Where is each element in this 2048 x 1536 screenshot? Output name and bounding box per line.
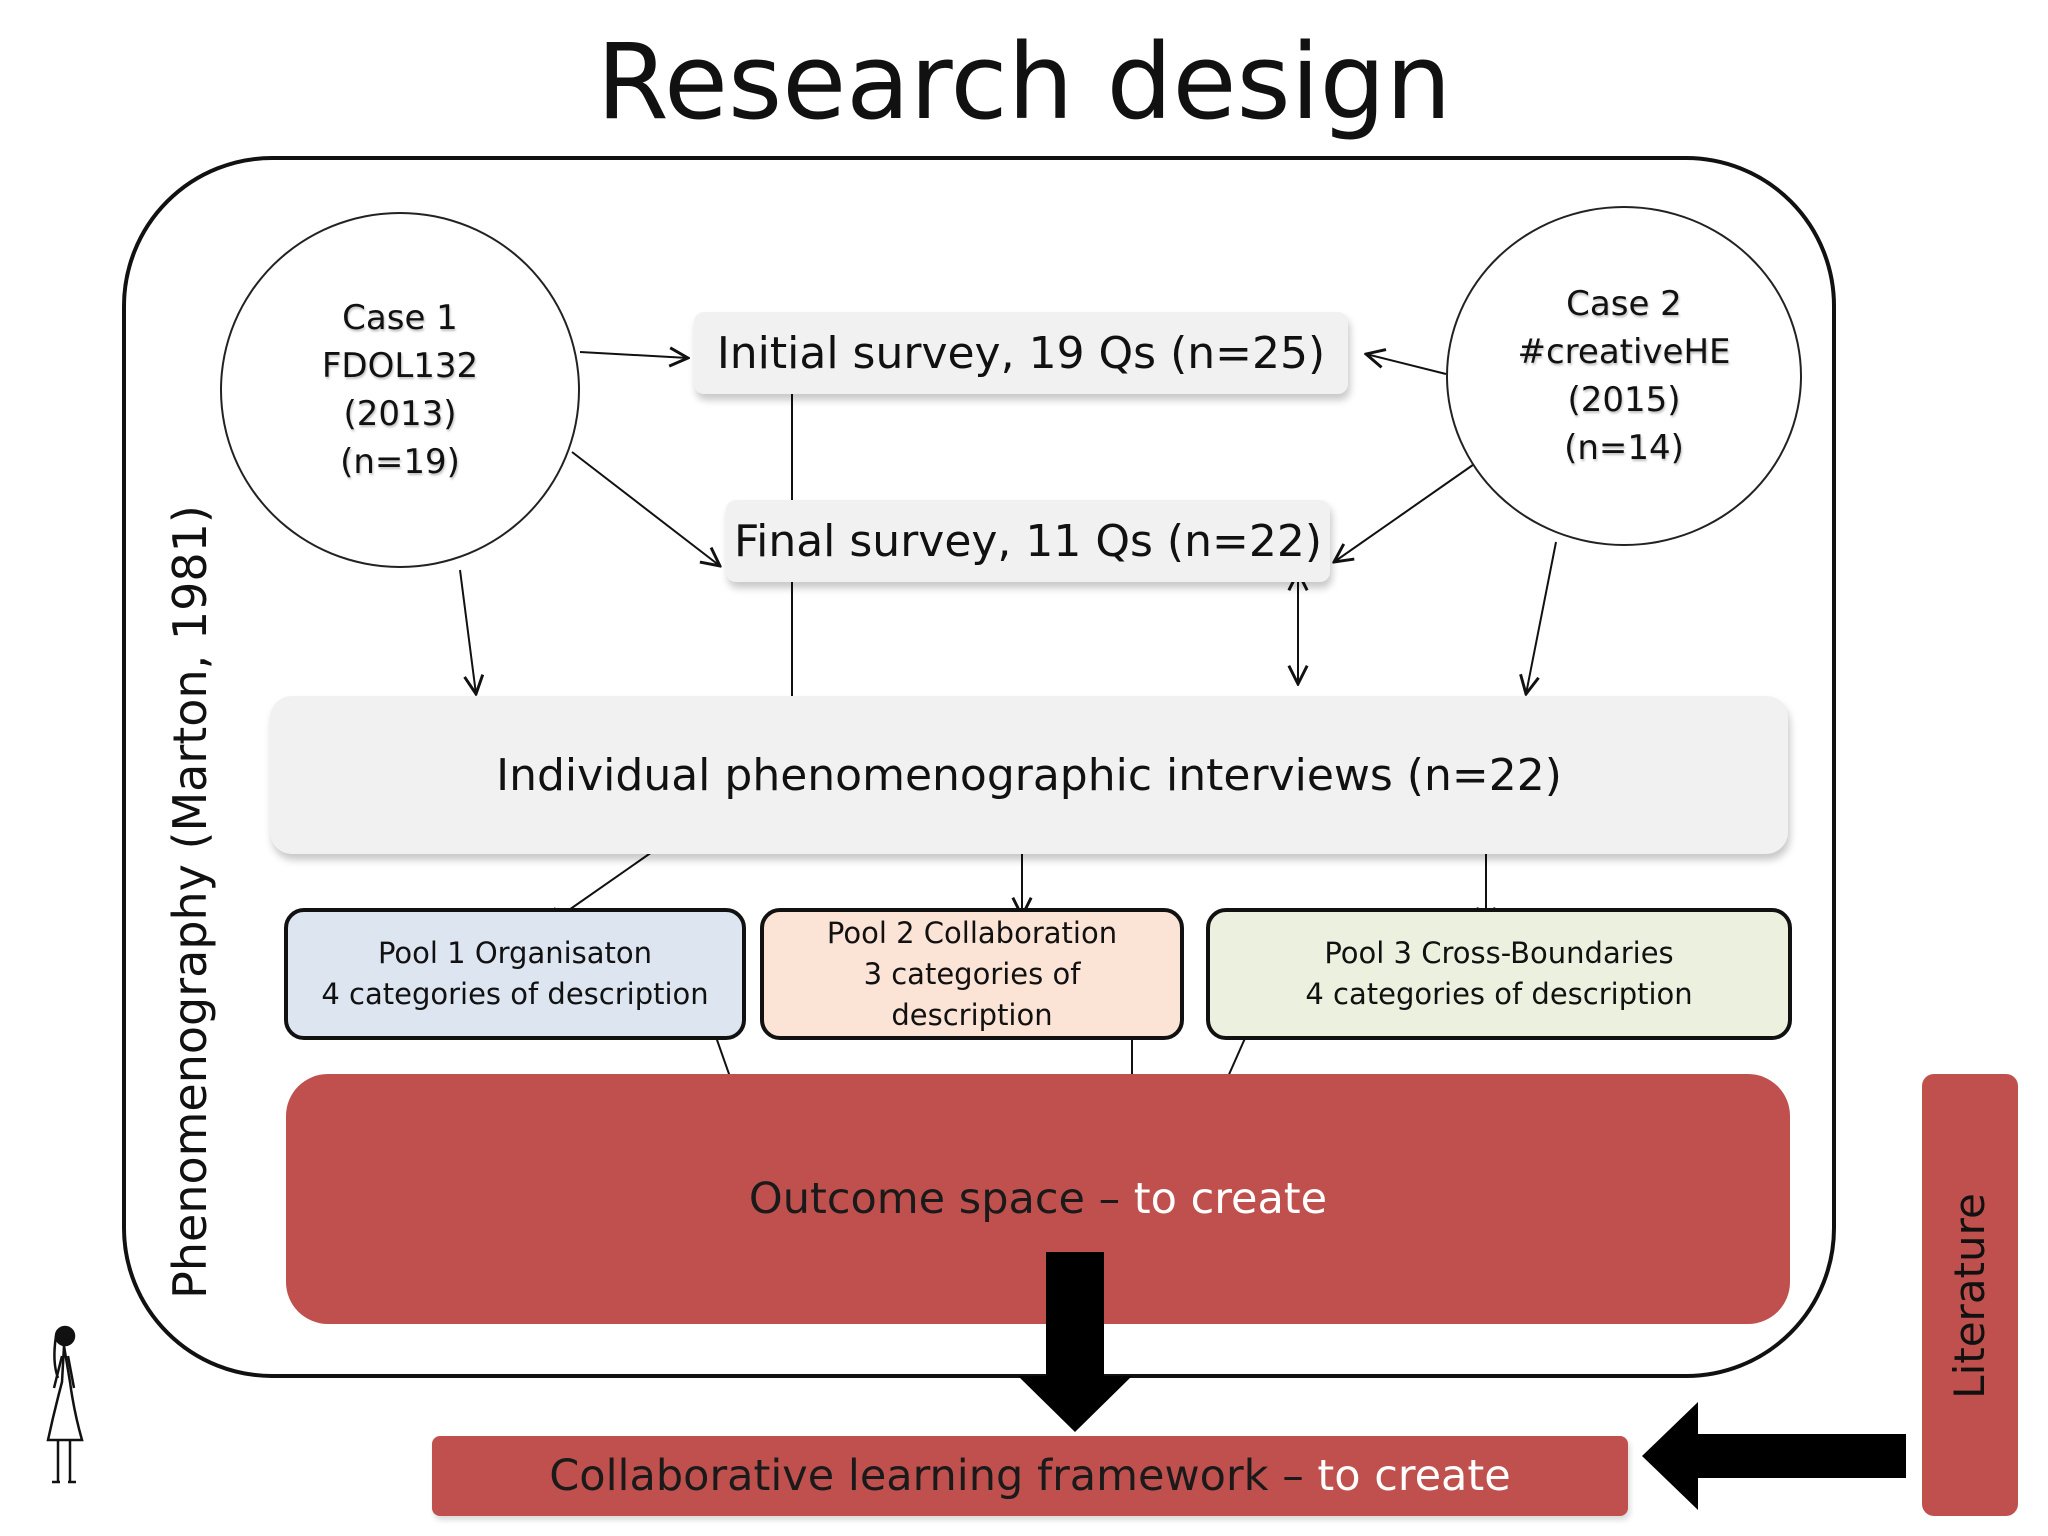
phenomenography-frame [122, 156, 1836, 1378]
pool1-title: Pool 1 Organisaton [377, 936, 653, 970]
framework-status: to create [1303, 1451, 1511, 1501]
case2-circle: Case 2 #creativeHE (2015) (n=14) [1446, 206, 1802, 546]
interviews-box: Individual phenomenographic interviews (… [270, 696, 1788, 854]
arrow-case1-initial [579, 352, 688, 358]
case2-course: #creativeHE [1517, 332, 1731, 372]
case2-label: Case 2 [1566, 284, 1682, 324]
pool1-box: Pool 1 Organisaton 4 categories of descr… [284, 908, 746, 1040]
initial-survey-box: Initial survey, 19 Qs (n=25) [694, 312, 1348, 394]
case1-year: (2013) [343, 394, 457, 434]
pool2-title: Pool 2 Collaboration [826, 915, 1118, 950]
pool3-title: Pool 3 Cross-Boundaries [1324, 936, 1674, 970]
framework-label: Collaborative learning framework – [549, 1451, 1304, 1501]
pool2-categories-cont: description [891, 997, 1053, 1032]
person-figure-icon [46, 1325, 84, 1484]
case1-n: (n=19) [340, 442, 460, 482]
final-survey-box: Final survey, 11 Qs (n=22) [726, 500, 1330, 582]
framework-box: Collaborative learning framework – to cr… [432, 1436, 1628, 1516]
pool3-box: Pool 3 Cross-Boundaries 4 categories of … [1206, 908, 1792, 1040]
arrow-case2-initial [1366, 354, 1447, 375]
case1-label: Case 1 [342, 298, 458, 338]
arrow-case2-final [1334, 459, 1481, 562]
pool1-categories: 4 categories of description [321, 977, 709, 1011]
outcome-status: to create [1120, 1174, 1328, 1224]
arrow-case1-final [571, 451, 720, 566]
literature-box [1922, 1074, 2018, 1516]
outcome-space-box: Outcome space – to create [286, 1074, 1790, 1324]
diagram-title: Research design [596, 21, 1452, 143]
case1-course: FDOL132 [321, 346, 479, 386]
pool2-categories: 3 categories of [863, 956, 1081, 991]
literature-label: Literature [1945, 1193, 1994, 1399]
pool2-box: Pool 2 Collaboration 3 categories of des… [760, 908, 1184, 1040]
pool3-categories: 4 categories of description [1305, 977, 1693, 1011]
outcome-label: Outcome space – [748, 1174, 1121, 1224]
arrow-case1-interviews [459, 569, 476, 694]
arrow-case2-interviews [1526, 541, 1557, 694]
case2-year: (2015) [1567, 380, 1681, 420]
case1-circle: Case 1 FDOL132 (2013) (n=19) [220, 212, 580, 568]
case2-n: (n=14) [1564, 428, 1684, 468]
